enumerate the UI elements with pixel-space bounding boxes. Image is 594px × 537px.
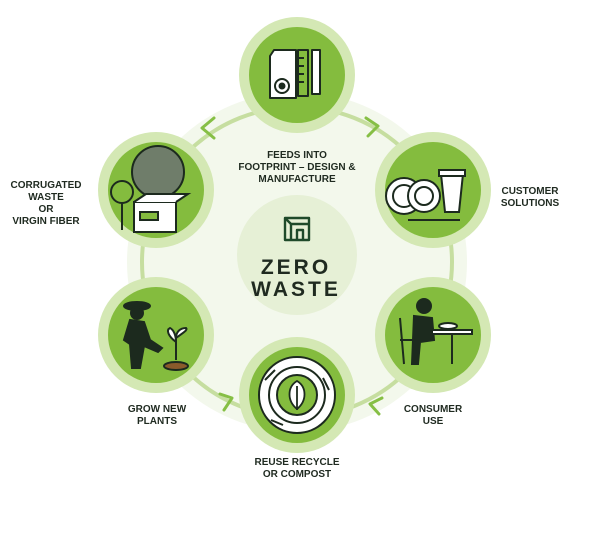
step-label-grow-plants: GROW NEW PLANTS	[127, 404, 187, 427]
recycle-leaf-icon	[258, 356, 336, 434]
step-label-reuse-recycle: REUSE RECYCLE OR COMPOST	[254, 457, 340, 480]
dining-person-icon	[399, 298, 473, 365]
arrow-3-to-4	[368, 396, 384, 416]
node-design	[239, 17, 355, 133]
step-label-corrugated-waste: CORRUGATED WASTE OR VIRGIN FIBER	[10, 180, 82, 227]
step-label-consumer-use: CONSUMER USE	[403, 404, 463, 427]
step-label-design: FEEDS INTO FOOTPRINT – DESIGN & MANUFACT…	[238, 150, 356, 185]
trees-box-icon	[110, 145, 192, 233]
tableware-icon	[385, 169, 466, 221]
center-circle	[237, 195, 357, 315]
center-title-line1: ZERO	[260, 256, 332, 279]
gardener-icon	[122, 301, 189, 371]
center-title-line2: WASTE	[251, 278, 341, 301]
node-reuse-recycle	[239, 337, 355, 453]
node-corrugated-waste	[98, 132, 214, 248]
node-grow-plants	[98, 277, 214, 393]
node-customer-solutions	[375, 132, 491, 248]
design-tools-icon	[269, 49, 321, 99]
arrow-4-to-5	[218, 392, 234, 412]
arrow-6-to-1	[200, 116, 216, 140]
node-consumer-use	[375, 277, 491, 393]
arrow-1-to-2	[364, 116, 380, 138]
brand-logo-icon	[283, 216, 311, 242]
step-label-customer-solutions: CUSTOMER SOLUTIONS	[500, 186, 560, 209]
